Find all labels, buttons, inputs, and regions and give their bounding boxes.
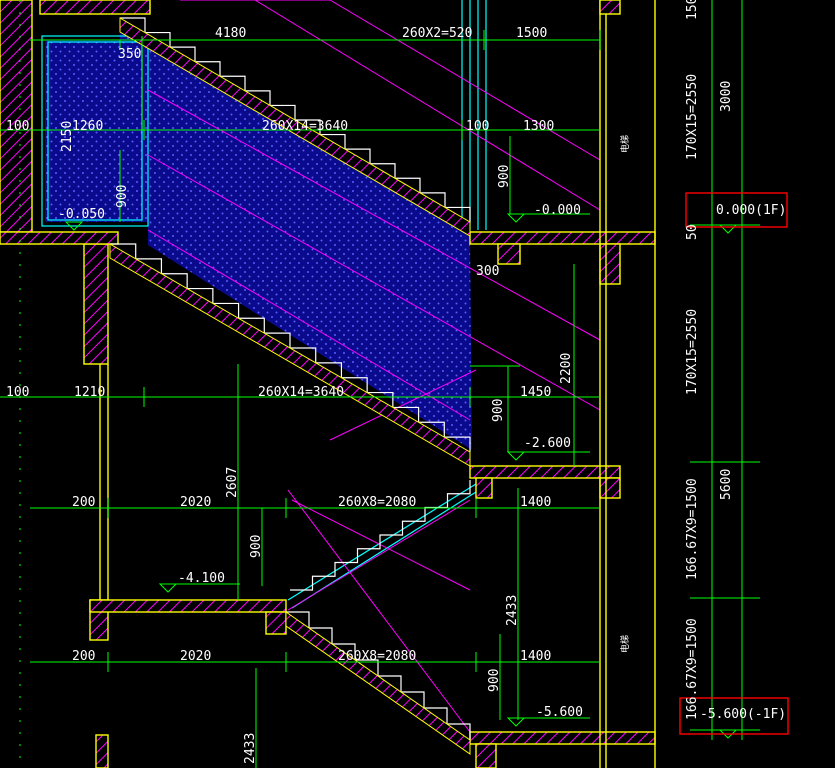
stair-flights: [109, 17, 471, 755]
dim-2433b: 2433: [243, 733, 258, 764]
rdim-166x9-b: 166.67X9=1500: [685, 618, 700, 720]
landing-frame-outer: [41, 35, 149, 227]
rdim-3000: 3000: [719, 81, 734, 112]
landing-frame-inner: [47, 41, 143, 221]
dim-run4: 260X8=2080: [338, 649, 416, 664]
magenta-lines: [147, 0, 601, 741]
dim-2433a: 2433: [505, 595, 520, 626]
dim-900b: 900: [497, 165, 512, 188]
dim-1300: 1300: [523, 119, 554, 134]
dimension-labels: 4180 260X2=520 1500 350 100 1260 2150 26…: [6, 26, 583, 764]
rdim-5600: 5600: [719, 469, 734, 500]
dim-2020b: 2020: [180, 649, 211, 664]
dim-200a: 200: [72, 495, 95, 510]
elev-minus-0050: -0.050: [58, 207, 105, 222]
beam-top: [497, 243, 521, 265]
left-wall-upper: [0, 0, 33, 233]
flight-bottom-slab: [285, 611, 471, 755]
rdim-170x15-top: 170X15=2550: [685, 74, 700, 160]
slab-top-right: [469, 231, 656, 245]
upper-landing-section: [45, 40, 148, 222]
dim-2607: 2607: [225, 467, 240, 498]
elevator-mark-lower: 电梯: [619, 635, 631, 653]
elev-minus-5600: -5.600: [536, 705, 583, 720]
dim-260x2: 260X2=520: [402, 26, 472, 41]
cyan-frames: [41, 0, 487, 609]
dimension-lines: [0, 0, 760, 768]
flight-cyan-steps: [290, 480, 471, 591]
beam-bottom: [475, 743, 497, 768]
dim-900c: 900: [491, 399, 506, 422]
level-minus-1f-box[interactable]: [679, 697, 789, 735]
dim-1500-top: 1500: [516, 26, 547, 41]
slab-lower-left: [89, 599, 287, 613]
level-1f-box[interactable]: [685, 192, 788, 228]
dim-200b: 200: [72, 649, 95, 664]
dim-100a: 100: [6, 119, 29, 134]
dim-4180: 4180: [215, 26, 246, 41]
elev-minus-4100: -4.100: [178, 571, 225, 586]
slab-top-left: [0, 231, 119, 245]
elevator-mark-upper: 电梯: [619, 135, 631, 153]
level-minus-1f-label: -5.600(-1F): [700, 707, 786, 722]
dim-2200: 2200: [559, 353, 574, 384]
flight-middle-slab: [109, 243, 471, 467]
elev-minus-0000: -0.000: [534, 203, 581, 218]
lower-flight-section: [148, 236, 472, 450]
dim-100b: 100: [466, 119, 489, 134]
beam-lower: [265, 611, 287, 635]
dim-1450: 1450: [520, 385, 551, 400]
dim-100c: 100: [6, 385, 29, 400]
beam-mid-right: [599, 477, 621, 499]
dim-900e: 900: [487, 669, 502, 692]
rdim-170x15-mid: 170X15=2550: [685, 309, 700, 395]
dim-900a: 900: [115, 185, 130, 208]
top-landing-wall: [39, 0, 151, 15]
dim-run2: 260X14=3640: [258, 385, 344, 400]
rdim-50: 50: [685, 224, 700, 240]
cyan-handrail-low: [287, 483, 477, 601]
slab-bottom-right: [469, 731, 656, 745]
dim-2150: 2150: [60, 121, 75, 152]
dim-run1: 260X14=3640: [262, 119, 348, 134]
left-wall-mid: [83, 243, 109, 365]
shaft-wall-top: [599, 0, 621, 15]
left-wall-bottom: [95, 734, 109, 768]
beam-top-right: [599, 243, 621, 285]
dim-1260: 1260: [72, 119, 103, 134]
dim-1210: 1210: [74, 385, 105, 400]
rdim-166x9-a: 166.67X9=1500: [685, 478, 700, 580]
dim-run3: 260X8=2080: [338, 495, 416, 510]
elevator-marks: 电梯 电梯: [619, 135, 631, 653]
structure: [0, 0, 656, 768]
dim-300: 300: [476, 264, 499, 279]
dim-350: 350: [118, 47, 141, 62]
dim-900d: 900: [249, 535, 264, 558]
elev-minus-2600: -2.600: [524, 436, 571, 451]
dim-1400a: 1400: [520, 495, 551, 510]
rdim-150: 150: [685, 0, 700, 20]
dim-1400b: 1400: [520, 649, 551, 664]
level-1f-label: 0.000(1F): [716, 203, 786, 218]
dim-2020a: 2020: [180, 495, 211, 510]
right-dimension-labels: 150 170X15=2550 3000 50 170X15=2550 166.…: [685, 0, 786, 722]
flight-upper-slab: [119, 17, 471, 237]
beam-mid: [475, 477, 493, 499]
slab-mid-right: [469, 465, 621, 479]
